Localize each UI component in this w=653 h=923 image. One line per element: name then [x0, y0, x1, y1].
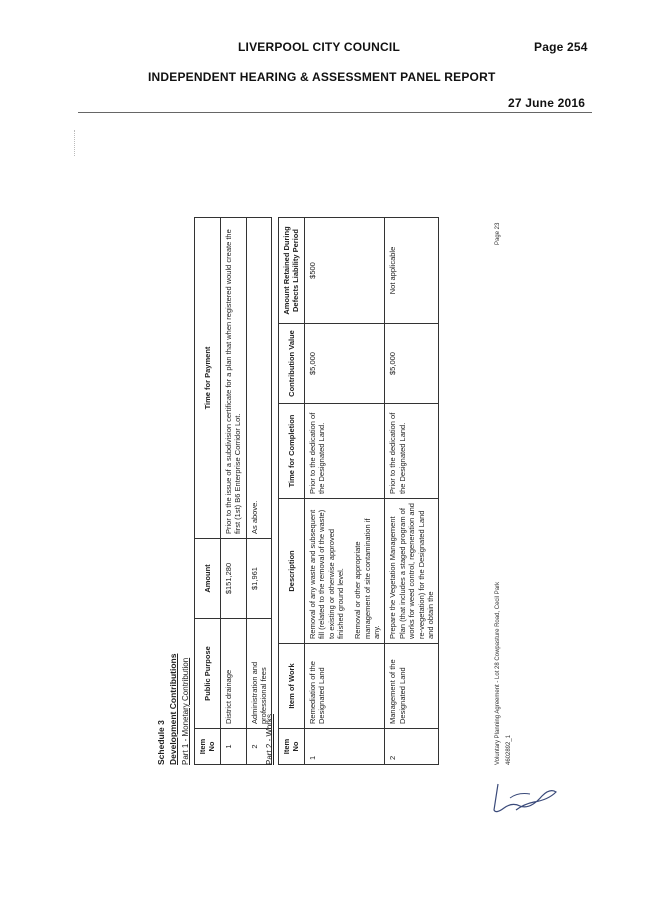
- table-cell: $500: [304, 217, 385, 324]
- table-cell: 1: [304, 728, 385, 765]
- table-cell: $5,000: [304, 323, 385, 404]
- table-row: 1 District drainage $151,280 Prior to th…: [220, 217, 246, 765]
- table-cell: As above.: [246, 217, 272, 539]
- header-divider: [78, 112, 592, 113]
- table-row: 2 Management of the Designated Land Prep…: [384, 217, 439, 765]
- col-header: Time for Completion: [278, 403, 305, 499]
- report-date: 27 June 2016: [508, 96, 586, 110]
- col-header: Time for Payment: [194, 217, 221, 539]
- table-cell: Management of the Designated Land: [384, 643, 439, 729]
- col-header: Description: [278, 498, 305, 644]
- table-row: 1 Remediation of the Designated Land Rem…: [304, 217, 385, 765]
- table-cell: Prior to the issue of a subdivision cert…: [220, 217, 246, 539]
- description-para: Removal or other appropriate management …: [353, 518, 381, 639]
- col-header: Public Purpose: [194, 618, 221, 729]
- table-cell: Administration and professional fees: [246, 618, 272, 729]
- col-header: Item of Work: [278, 643, 305, 729]
- table-cell: $5,000: [384, 323, 439, 404]
- table-cell: Prior to the dedication of the Designate…: [384, 403, 439, 499]
- table-cell: Not applicable: [384, 217, 439, 324]
- col-header: Amount Retained During Defects Liability…: [278, 217, 305, 324]
- scan-artifact: [74, 130, 83, 156]
- table-cell: Removal of any waste and subsequent fill…: [304, 498, 385, 644]
- col-header: Contribution Value: [278, 323, 305, 404]
- doc-footer: Voluntary Planning Agreement - Lot 28 Co…: [495, 581, 501, 765]
- council-name: LIVERPOOL CITY COUNCIL: [238, 40, 400, 54]
- doc-footer-ref: 4602892_1: [506, 734, 512, 765]
- col-header: Amount: [194, 538, 221, 619]
- report-title: INDEPENDENT HEARING & ASSESSMENT PANEL R…: [148, 70, 496, 84]
- works-table: Item No Item of Work Description Time fo…: [278, 217, 439, 765]
- col-header: Item No: [194, 728, 221, 765]
- table-header-row: Item No Item of Work Description Time fo…: [278, 217, 305, 765]
- monetary-contribution-table: Item No Public Purpose Amount Time for P…: [194, 217, 272, 765]
- table-row: 2 Administration and professional fees $…: [246, 217, 272, 765]
- table-cell: 1: [220, 728, 246, 765]
- rotated-schedule-page: Schedule 3 Development Contributions Par…: [150, 215, 540, 765]
- description-para: Removal of any waste and subsequent fill…: [307, 509, 345, 639]
- part2-heading: Part 2 - Works: [265, 714, 274, 765]
- col-header: Item No: [278, 728, 305, 765]
- table-cell: Remediation of the Designated Land: [304, 643, 385, 729]
- table-header-row: Item No Public Purpose Amount Time for P…: [194, 217, 221, 765]
- signature: [493, 783, 557, 813]
- table-cell: $151,280: [220, 538, 246, 619]
- table-cell: Prior to the dedication of the Designate…: [304, 403, 385, 499]
- table-cell: 2: [384, 728, 439, 765]
- schedule-title: Development Contributions: [168, 653, 178, 765]
- table-cell: Prepare the Vegetation Management Plan (…: [384, 498, 439, 644]
- schedule-label: Schedule 3: [156, 720, 166, 765]
- table-cell: District drainage: [220, 618, 246, 729]
- table-cell: $1,961: [246, 538, 272, 619]
- doc-page-number: Page 23: [495, 222, 501, 245]
- part1-heading: Part 1 - Monetary Contribution: [181, 657, 190, 765]
- description-para: Prepare the Vegetation Management Plan (…: [388, 503, 435, 639]
- page-number: Page 254: [534, 40, 588, 54]
